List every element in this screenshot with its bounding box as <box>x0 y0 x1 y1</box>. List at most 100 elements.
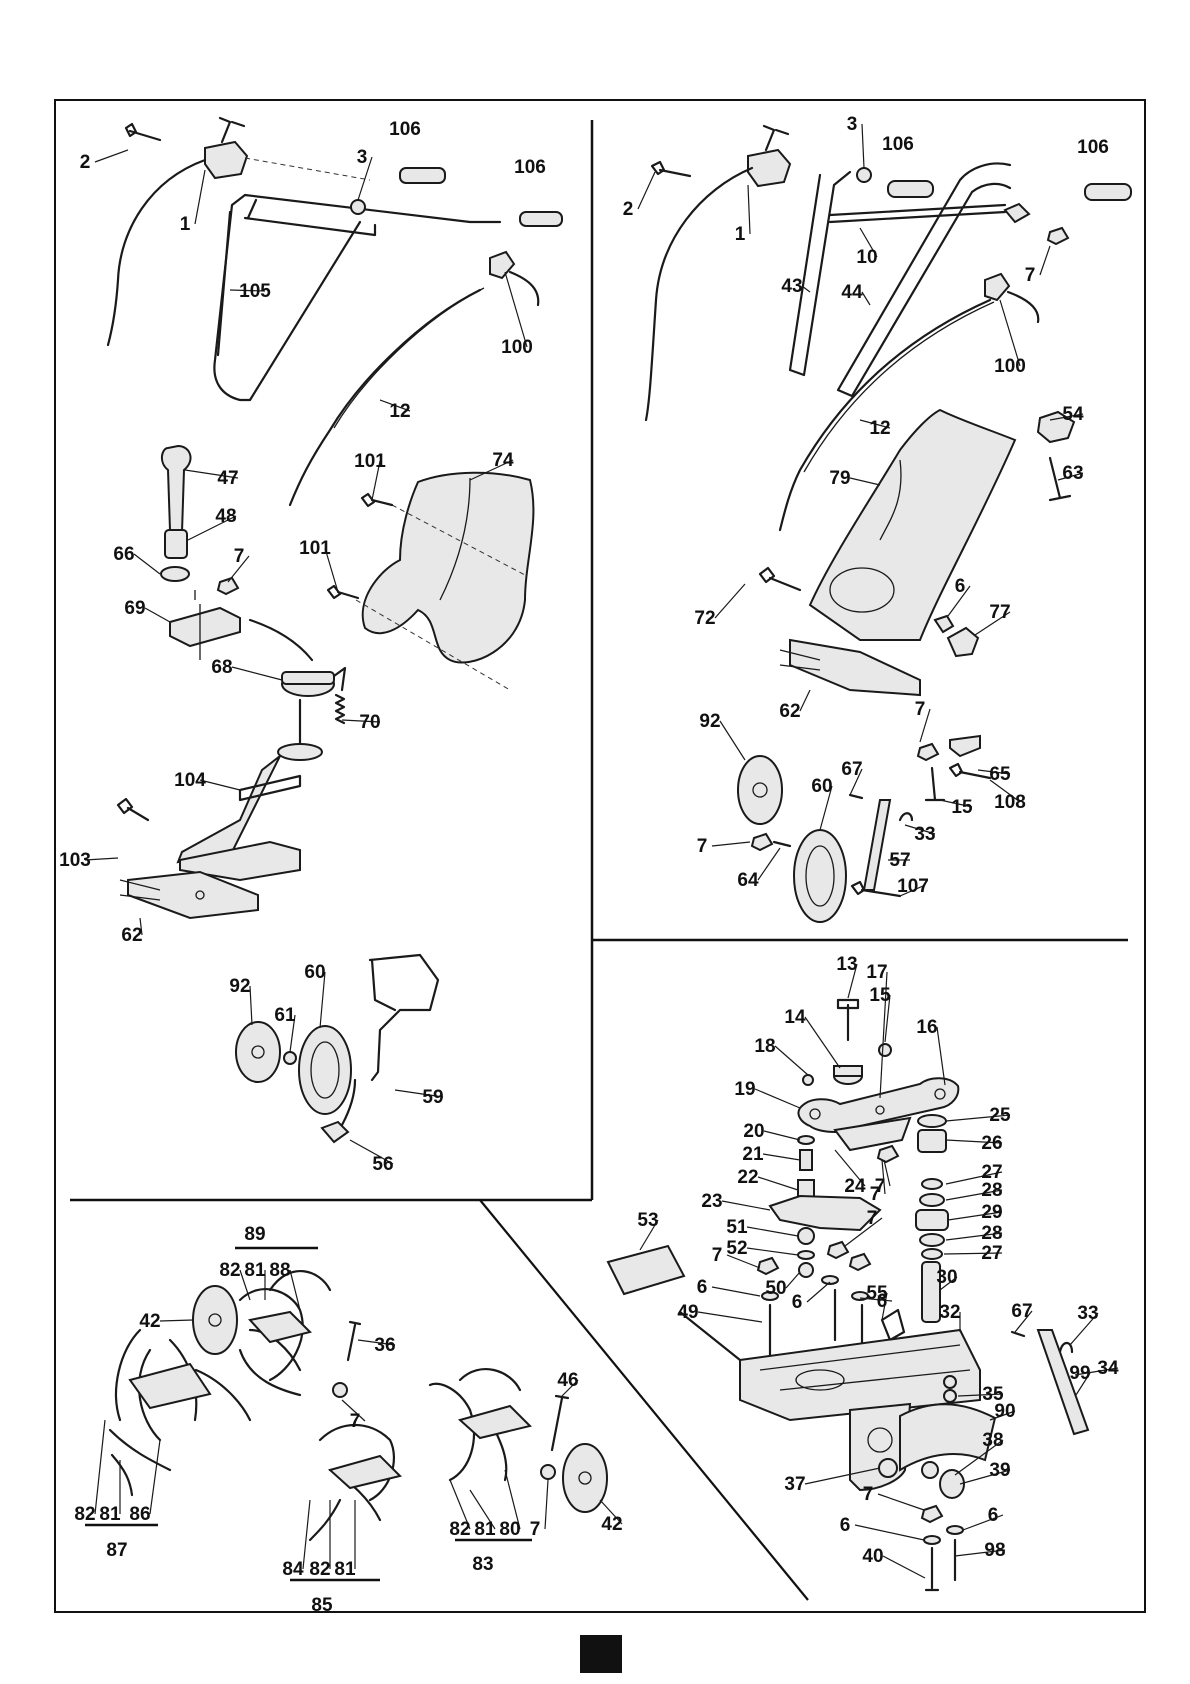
part-number-label: 2 <box>80 152 91 173</box>
callout-leader <box>711 841 751 847</box>
callout-leader <box>84 857 119 861</box>
part-number-label: 108 <box>994 792 1026 813</box>
callout-leader <box>847 963 858 999</box>
part-number-label: 7 <box>697 836 708 857</box>
callout-leader <box>859 419 891 429</box>
part-number-label: 12 <box>389 401 410 422</box>
callout-leader <box>882 1555 926 1579</box>
part-number-label: 42 <box>139 1311 160 1332</box>
callout-leader <box>159 1319 194 1322</box>
part-number-label: 3 <box>847 114 858 135</box>
part-number-label: 19 <box>734 1079 755 1100</box>
callout-leader <box>999 299 1021 367</box>
part-number-label: 7 <box>350 1411 361 1432</box>
callout-leader <box>544 1479 549 1530</box>
part-number-label: 101 <box>299 538 331 559</box>
part-number-label: 64 <box>737 870 759 891</box>
part-number-label: 77 <box>989 602 1010 623</box>
callout-leader <box>844 1217 883 1247</box>
callout-leader <box>697 1311 763 1323</box>
callout-leader <box>747 184 751 235</box>
callout-leader <box>834 1149 866 1187</box>
callout-leader <box>249 985 253 1026</box>
callout-leader <box>899 885 924 897</box>
part-number-label: 1 <box>735 224 746 245</box>
callout-leader <box>977 769 1011 775</box>
callout-leader <box>883 1159 891 1187</box>
part-number-label: 99 <box>1069 1363 1090 1384</box>
callout-leader <box>1074 1367 1119 1376</box>
part-number-label: 6 <box>877 1291 888 1312</box>
part-number-label: 80 <box>499 1519 520 1540</box>
callout-leader <box>804 1016 841 1069</box>
part-number-label: 106 <box>882 134 914 155</box>
part-number-label: 62 <box>779 701 800 722</box>
part-number-label: 27 <box>981 1243 1002 1264</box>
part-number-label: 6 <box>792 1292 803 1313</box>
callout-leader <box>1069 1312 1099 1346</box>
part-number-label: 42 <box>601 1514 622 1535</box>
sheet-frame <box>54 99 1146 1613</box>
part-number-label: 69 <box>124 598 145 619</box>
part-number-label: 18 <box>754 1036 775 1057</box>
part-number-label: 33 <box>914 824 935 845</box>
part-number-label: 56 <box>372 1154 393 1175</box>
part-number-label: 24 <box>844 1176 866 1197</box>
part-number-label: 29 <box>981 1202 1002 1223</box>
part-number-label: 90 <box>994 1401 1015 1422</box>
callout-leader <box>302 1499 311 1570</box>
part-number-label: 92 <box>229 976 250 997</box>
callout-leader <box>757 847 781 881</box>
part-number-label: 21 <box>742 1144 764 1165</box>
callout-leader <box>94 1419 106 1515</box>
part-number-label: 67 <box>841 759 862 780</box>
callout-leader <box>861 291 871 306</box>
part-number-label: 81 <box>99 1504 121 1525</box>
part-number-label: 53 <box>637 1210 658 1231</box>
callout-leader <box>341 1399 366 1422</box>
part-number-label: 83 <box>472 1554 493 1575</box>
callout-leader <box>945 1139 1003 1144</box>
part-number-label: 104 <box>174 770 206 791</box>
part-number-label: 62 <box>121 925 142 946</box>
callout-leader <box>599 1499 623 1525</box>
callout-leader <box>849 768 863 796</box>
part-number-label: 101 <box>354 451 386 472</box>
part-number-label: 81 <box>474 1519 496 1540</box>
callout-leader <box>194 169 206 225</box>
part-number-label: 84 <box>282 1559 304 1580</box>
callout-leader <box>746 1247 799 1256</box>
callout-leader <box>774 1045 809 1076</box>
callout-leader <box>954 1439 1004 1476</box>
part-number-label: 66 <box>113 544 134 565</box>
part-number-label: 32 <box>939 1302 960 1323</box>
callout-leader <box>1057 472 1084 481</box>
part-number-label: 12 <box>869 418 890 439</box>
callout-leader <box>881 1292 888 1321</box>
part-number-label: 2 <box>623 199 634 220</box>
callout-leader <box>1014 1310 1033 1333</box>
callout-leader <box>884 994 891 1043</box>
callout-leader <box>561 1379 579 1397</box>
part-number-label: 16 <box>916 1017 937 1038</box>
callout-leader <box>469 1489 496 1530</box>
part-number-label: 37 <box>784 1474 805 1495</box>
part-number-label: 52 <box>726 1238 747 1259</box>
part-number-label: 13 <box>836 954 857 975</box>
part-number-label: 98 <box>984 1540 1005 1561</box>
callout-leader <box>947 585 971 617</box>
callout-leader <box>714 583 746 619</box>
callout-leader <box>719 720 746 761</box>
callout-leader <box>357 156 373 201</box>
callout-leader <box>1075 1372 1091 1396</box>
part-number-label: 35 <box>982 1384 1004 1405</box>
callout-leader <box>324 547 339 593</box>
callout-leader <box>939 1276 958 1291</box>
page-marker-square <box>580 1635 622 1673</box>
part-number-label: 86 <box>129 1504 150 1525</box>
callout-leader <box>144 607 171 623</box>
part-number-label: 7 <box>863 1484 874 1505</box>
